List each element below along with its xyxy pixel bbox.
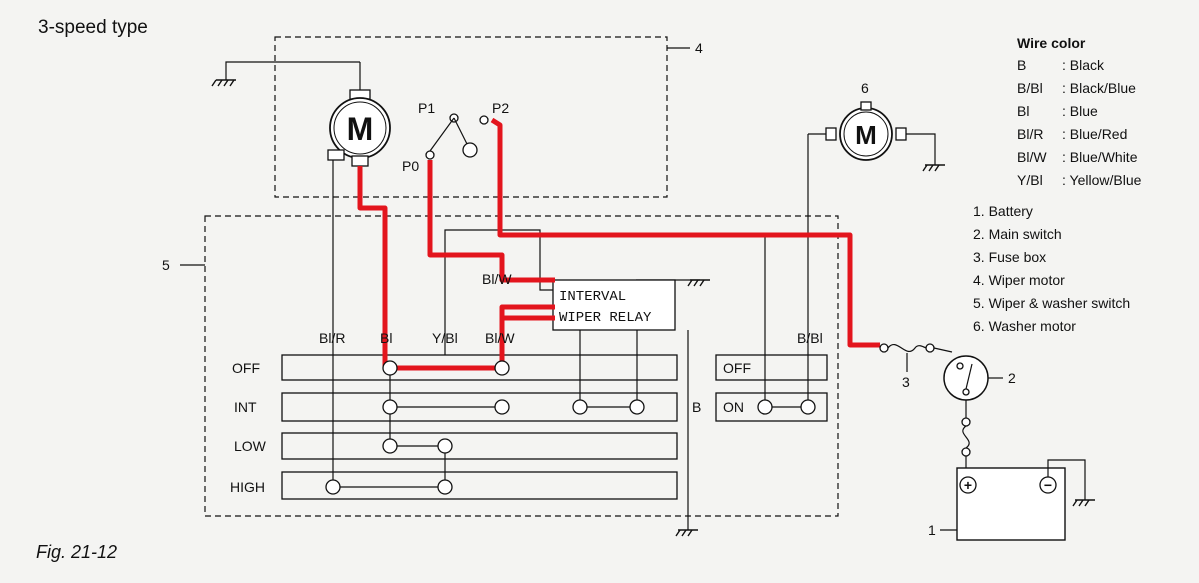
parts-legend-item: 5. Wiper & washer switch: [973, 295, 1130, 311]
interval-wiper-relay: INTERVAL WIPER RELAY: [552, 279, 676, 331]
legend-name: : Black: [1062, 57, 1105, 73]
ground-symbol-wiper-motor: [211, 61, 360, 87]
wiper-motor-symbol: M: [347, 111, 374, 147]
parts-legend-item: 2. Main switch: [973, 226, 1062, 242]
battery: + −: [956, 417, 1095, 541]
parts-legend-item: 3. Fuse box: [973, 249, 1046, 265]
wire-color-legend: Wire color B : Black B/Bl : Black/Blue B…: [1017, 35, 1142, 188]
legend-name: : Black/Blue: [1062, 80, 1136, 96]
switch-box: [204, 215, 839, 517]
legend-name: : Blue/White: [1062, 149, 1138, 165]
washer-position-on: ON: [723, 399, 744, 415]
wire-p2-to-fuse: [490, 117, 880, 348]
figure-caption: Fig. 21-12: [36, 542, 117, 562]
parts-legend-item: 4. Wiper motor: [973, 272, 1065, 288]
legend-code: B/Bl: [1017, 80, 1043, 96]
wire-label-bl-r: Bl/R: [319, 330, 345, 346]
legend-name: : Blue/Red: [1062, 126, 1127, 142]
parts-legend-item: 1. Battery: [973, 203, 1033, 219]
relay-label-line2: WIPER RELAY: [559, 310, 652, 326]
callout-5: 5: [162, 257, 170, 273]
legend-code: Bl: [1017, 103, 1029, 119]
wire-label-y-bl: Y/Bl: [432, 330, 458, 346]
legend-name: : Blue: [1062, 103, 1098, 119]
washer-switch-bars: [715, 354, 828, 422]
callout-3: 3: [902, 374, 910, 390]
parts-legend: 1. Battery 2. Main switch 3. Fuse box 4.…: [973, 203, 1130, 334]
wiper-motor: M: [327, 62, 391, 167]
position-label-off: OFF: [232, 360, 260, 376]
legend-name: : Yellow/Blue: [1062, 172, 1142, 188]
callout-1: 1: [928, 522, 936, 538]
legend-code: Bl/W: [1017, 149, 1047, 165]
switch-nodes: [325, 360, 816, 495]
terminal-p2-label: P2: [492, 100, 509, 116]
wire-p0-to-relay: [427, 160, 555, 283]
ground-symbol-switch: [675, 529, 698, 537]
position-label-int: INT: [234, 399, 257, 415]
main-switch: [943, 355, 1003, 418]
battery-minus: −: [1044, 477, 1052, 493]
ground-symbol-relay: [687, 279, 710, 287]
wire-label-bl-w-relay: Bl/W: [482, 271, 512, 287]
wire-label-b: B: [692, 399, 701, 415]
legend-code: B: [1017, 57, 1026, 73]
callout-2: 2: [1008, 370, 1016, 386]
wire-label-b-bl: B/Bl: [797, 330, 823, 346]
terminal-p0-label: P0: [402, 158, 419, 174]
position-label-high: HIGH: [230, 479, 265, 495]
wire-relay-bl-w: [499, 304, 555, 368]
position-label-low: LOW: [234, 438, 267, 454]
park-switch: P1 P2 P0: [402, 100, 509, 174]
battery-plus: +: [964, 477, 972, 493]
legend-code: Bl/R: [1017, 126, 1043, 142]
wire-label-bl-w: Bl/W: [485, 330, 515, 346]
relay-label-line1: INTERVAL: [559, 289, 626, 305]
callout-6: 6: [861, 80, 869, 96]
fuse: [879, 343, 953, 372]
wire-color-heading: Wire color: [1017, 35, 1086, 51]
legend-code: Y/Bl: [1017, 172, 1043, 188]
washer-motor-symbol: M: [855, 120, 877, 150]
wire-label-bl: Bl: [380, 330, 392, 346]
callout-4: 4: [695, 40, 703, 56]
wiper-switch-bars: [281, 354, 678, 500]
washer-position-off: OFF: [723, 360, 751, 376]
terminal-p1-label: P1: [418, 100, 435, 116]
diagram-title: 3-speed type: [38, 17, 148, 38]
wire-bl-energized: [357, 166, 388, 368]
wiper-motor-box: [274, 36, 668, 198]
washer-motor: M: [807, 101, 945, 172]
parts-legend-item: 6. Washer motor: [973, 318, 1076, 334]
